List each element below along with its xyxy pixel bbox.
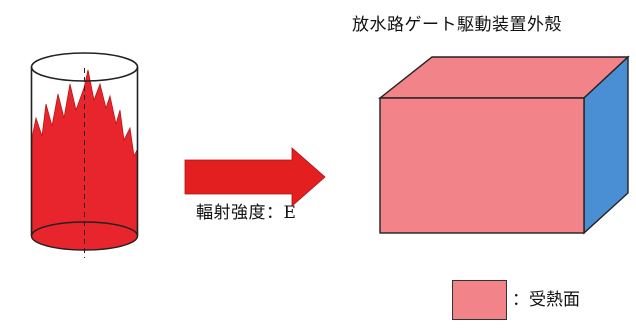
- cylinder-bottom: [30, 221, 139, 251]
- box-title: 放水路ゲート駆動装置外殻: [352, 15, 562, 35]
- radiation-arrow: [184, 147, 326, 207]
- legend-swatch: [452, 280, 507, 320]
- cylinder-top: [30, 52, 139, 82]
- right-arrow-icon: [184, 147, 326, 207]
- fire-cylinder-icon: [30, 52, 139, 258]
- rectangular-box-icon: [377, 55, 630, 235]
- radiation-intensity-label: 輻射強度：E: [196, 203, 297, 223]
- legend-label: ：受熱面: [512, 290, 580, 310]
- box-front-face: [379, 97, 585, 234]
